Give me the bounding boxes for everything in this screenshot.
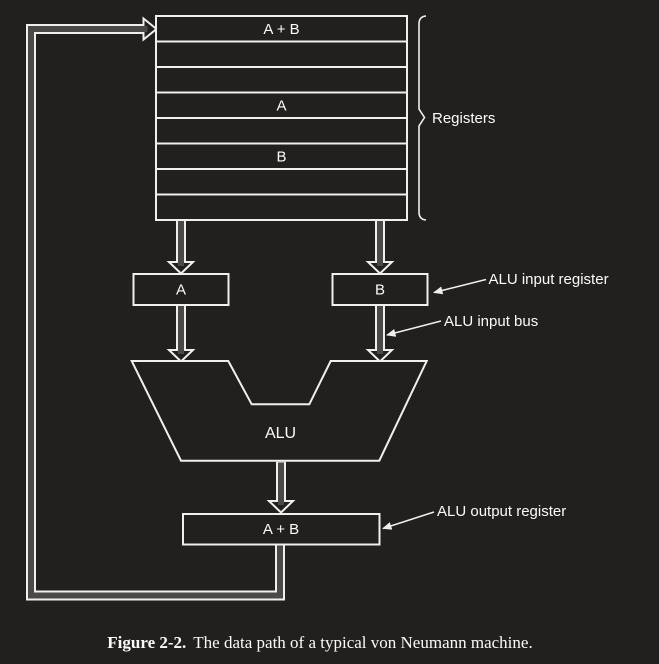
- figure-caption: Figure 2-2. The data path of a typical vo…: [107, 633, 532, 652]
- feedback-bus: [26, 16, 285, 601]
- alu-input-bus-left: [166, 304, 196, 363]
- annotation-alu-input-bus: ALU input bus: [444, 313, 538, 330]
- register-row-label-a: A: [276, 98, 286, 115]
- alu-input-register-b-label: B: [375, 282, 385, 299]
- pointer-to-input-register: [433, 278, 487, 295]
- figure-caption-number: Figure 2-2.: [107, 633, 186, 652]
- alu-label: ALU: [265, 425, 296, 442]
- alu-input-register-b-box: [331, 273, 429, 306]
- annotation-alu-output-register: ALU output register: [437, 503, 566, 520]
- pointer-to-output-register: [382, 511, 435, 530]
- alu-output-bus: [266, 461, 296, 514]
- alu: ALU: [130, 360, 429, 462]
- register-row-label-sum: A + B: [263, 21, 299, 38]
- annotation-alu-input-register: ALU input register: [489, 271, 609, 288]
- alu-input-bus-right: [365, 304, 395, 363]
- alu-input-register-b: B: [331, 273, 429, 306]
- bus-registers-to-a: [166, 219, 196, 275]
- alu-input-register-a-box: [132, 273, 230, 306]
- bus-registers-to-b: [365, 219, 395, 275]
- alu-output-register: A + B: [182, 513, 381, 546]
- alu-output-register-label: A + B: [263, 521, 299, 538]
- alu-output-register-box: [182, 513, 381, 546]
- feedback-bus-core: [28, 26, 283, 599]
- alu-shape: [130, 360, 429, 462]
- register-row-label-b: B: [276, 149, 286, 166]
- pointer-to-input-bus: [386, 320, 442, 337]
- figure-caption-text: The data path of a typical von Neumann m…: [193, 633, 532, 652]
- registers-brace: [418, 15, 427, 221]
- alu-input-register-a: A: [132, 273, 230, 306]
- alu-input-register-a-label: A: [176, 282, 186, 299]
- registers-label: Registers: [432, 110, 495, 127]
- register-file: A + B A B: [155, 15, 408, 221]
